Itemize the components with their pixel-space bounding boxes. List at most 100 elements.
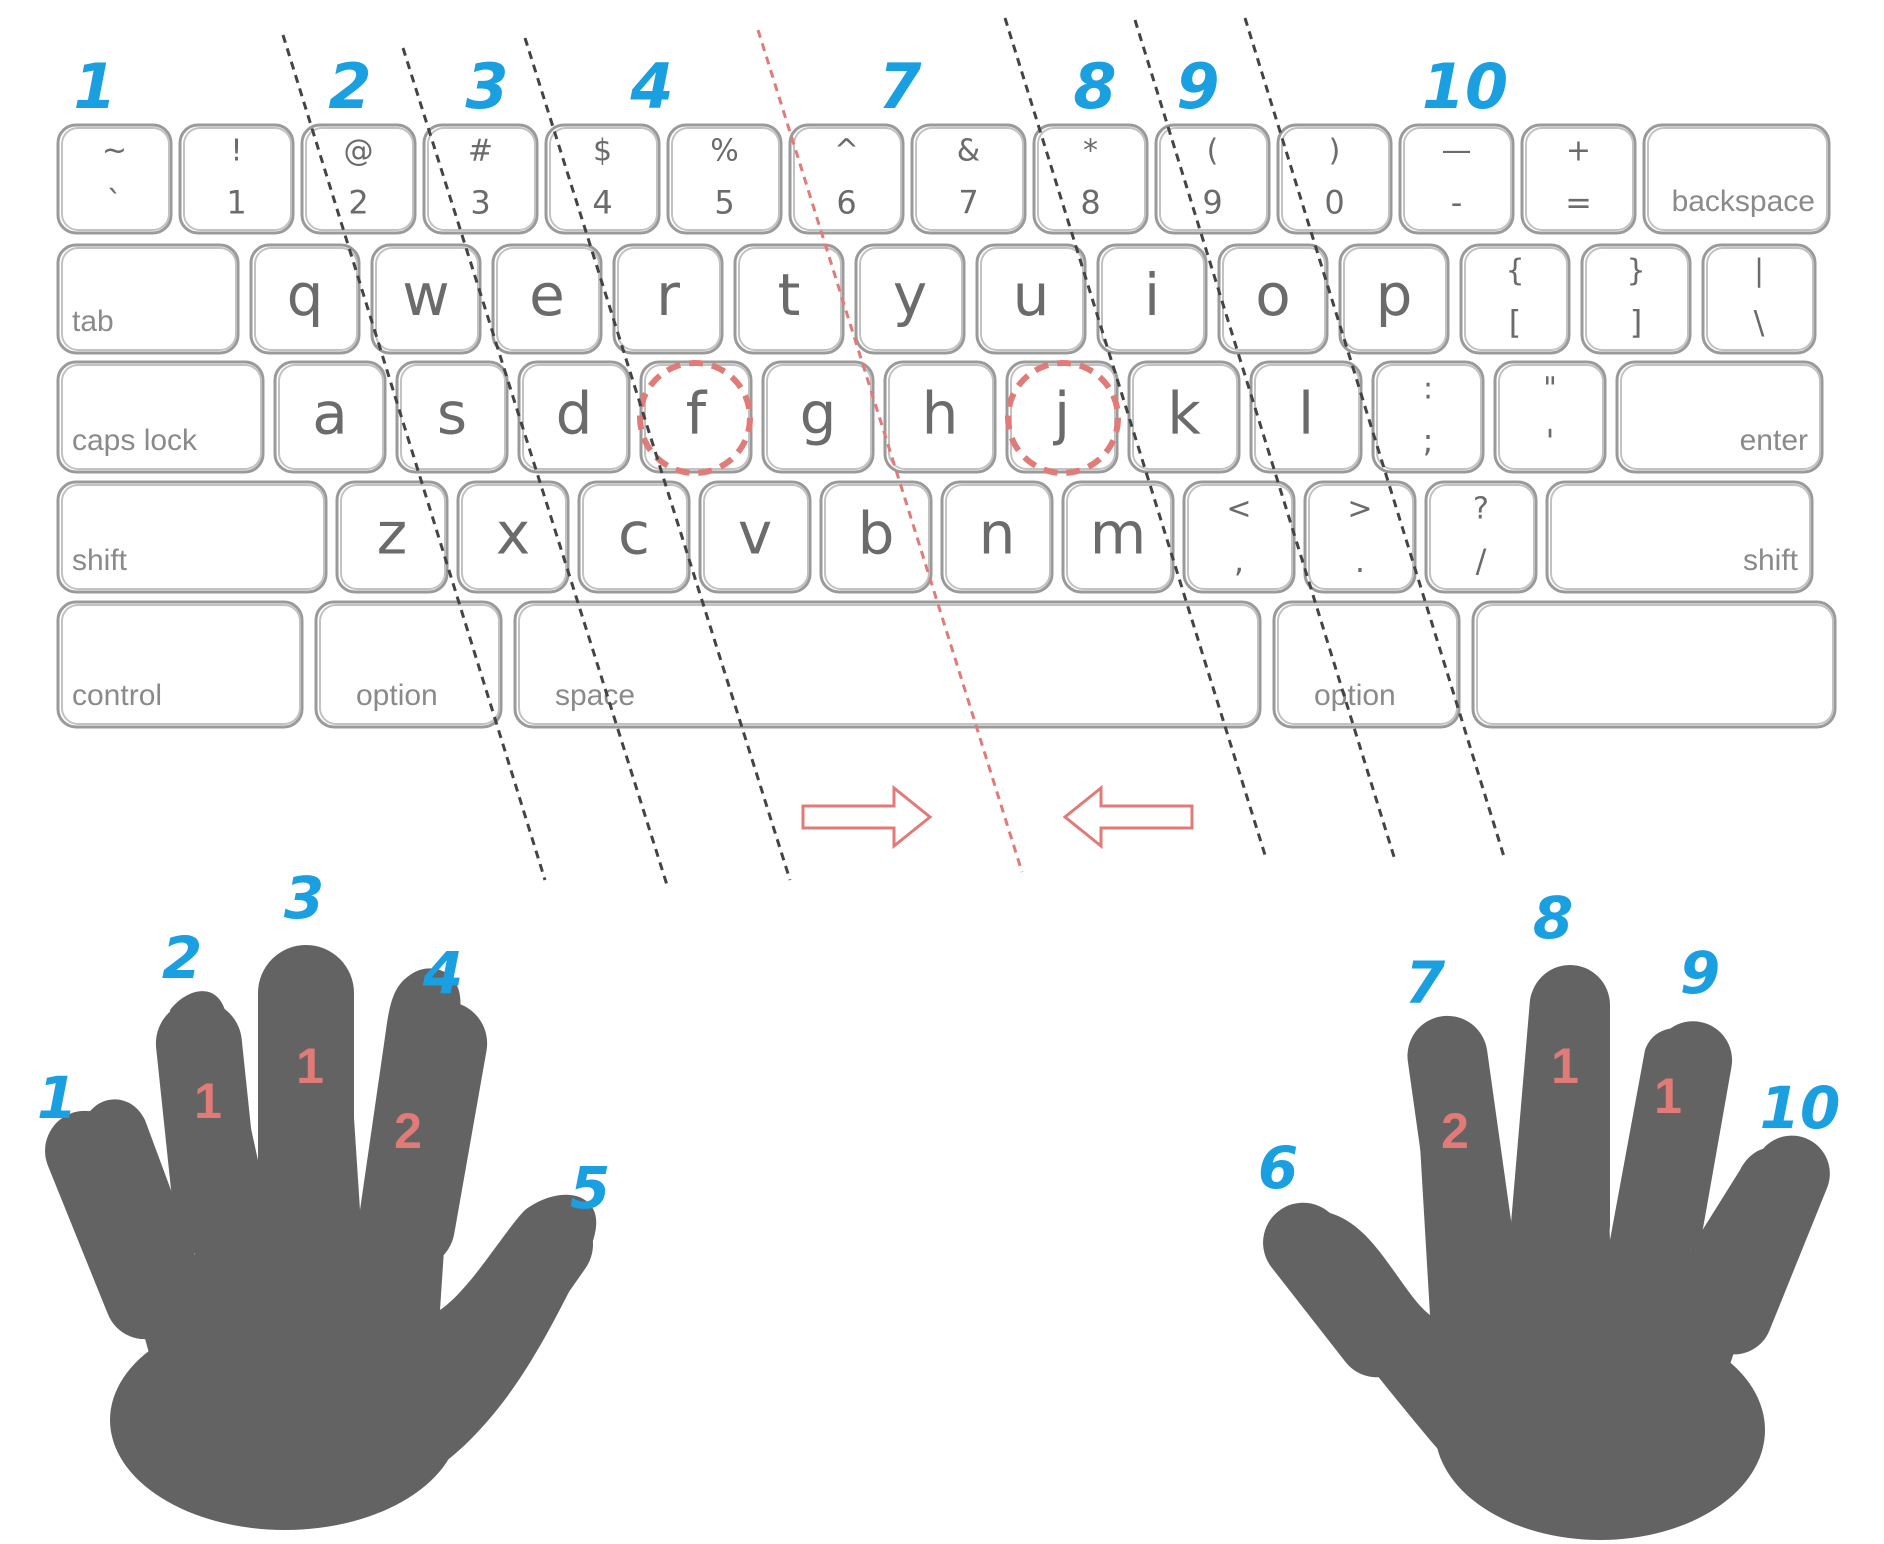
key-char: k: [1167, 380, 1201, 448]
key-1[interactable]: !1: [178, 123, 295, 235]
key-char: b: [858, 500, 895, 568]
key-x[interactable]: x: [456, 480, 570, 594]
key-blank[interactable]: }]: [1580, 243, 1692, 355]
key-5[interactable]: %5: [666, 123, 783, 235]
key-label: option: [1314, 679, 1396, 712]
key-outline-sketch: [793, 127, 902, 231]
key-outline: [883, 360, 997, 474]
key-base-symbol: -: [1451, 184, 1463, 222]
key-char: g: [800, 380, 837, 448]
key-outline: [910, 123, 1027, 235]
key-p[interactable]: p: [1338, 243, 1450, 355]
key-n[interactable]: n: [940, 480, 1054, 594]
key-j[interactable]: j: [1005, 360, 1119, 474]
key-outline-sketch: [375, 247, 479, 351]
key-shift-symbol: *: [1083, 134, 1098, 169]
key-outline-sketch: [1498, 364, 1604, 470]
key-4[interactable]: $4: [544, 123, 661, 235]
key-outline-sketch: [254, 247, 358, 351]
key-char: q: [287, 261, 324, 329]
key-blank[interactable]: >.: [1303, 480, 1417, 594]
home-key-marker-j: [1005, 360, 1121, 476]
top-number: 4: [629, 50, 673, 123]
key-outline: [1338, 243, 1450, 355]
key-m[interactable]: m: [1061, 480, 1175, 594]
key-o[interactable]: o: [1217, 243, 1329, 355]
key-f[interactable]: f: [639, 360, 753, 474]
key-space[interactable]: space: [513, 600, 1262, 729]
key-outline: [1096, 243, 1208, 355]
key-tab[interactable]: tab: [56, 243, 240, 355]
key-8[interactable]: *8: [1032, 123, 1149, 235]
key-option[interactable]: option: [314, 600, 503, 729]
key-caps-lock[interactable]: caps lock: [56, 360, 265, 474]
key-blank[interactable]: |\: [1701, 243, 1817, 355]
key-blank[interactable]: ?/: [1424, 480, 1538, 594]
key-shift-symbol: :: [1423, 371, 1433, 406]
key-outline-sketch: [1647, 127, 1828, 231]
key-control[interactable]: control: [56, 600, 304, 729]
key-option[interactable]: option: [1272, 600, 1461, 729]
key-char: u: [1013, 261, 1050, 329]
key-shift-symbol: >: [1347, 491, 1372, 526]
key-g[interactable]: g: [761, 360, 875, 474]
key-outline-sketch: [1706, 247, 1814, 351]
key-blank[interactable]: ~`: [56, 123, 173, 235]
key-s[interactable]: s: [395, 360, 509, 474]
key-base-symbol: `: [107, 184, 123, 222]
key-b[interactable]: b: [819, 480, 933, 594]
key-char: e: [529, 261, 565, 329]
key-blank[interactable]: {[: [1459, 243, 1571, 355]
key-shift-symbol: |: [1754, 254, 1764, 289]
key-char: s: [437, 380, 467, 448]
key-outline-sketch: [1308, 484, 1414, 590]
key-blank[interactable]: —-: [1398, 123, 1515, 235]
key-y[interactable]: y: [854, 243, 966, 355]
key-outline: [1493, 360, 1607, 474]
key-a[interactable]: a: [273, 360, 387, 474]
key-blank[interactable]: +=: [1520, 123, 1637, 235]
key-outline: [819, 480, 933, 594]
key-shift-symbol: ~: [102, 134, 127, 169]
key-h[interactable]: h: [883, 360, 997, 474]
key-blank[interactable]: "': [1493, 360, 1607, 474]
key-l[interactable]: l: [1249, 360, 1363, 474]
key-char: d: [556, 380, 593, 448]
right-finger-number: 10: [1760, 1074, 1841, 1142]
key-blank[interactable]: <,: [1182, 480, 1296, 594]
key-outline-sketch: [278, 364, 384, 470]
key-enter[interactable]: enter: [1615, 360, 1824, 474]
key-u[interactable]: u: [975, 243, 1087, 355]
key-q[interactable]: q: [249, 243, 361, 355]
key-v[interactable]: v: [698, 480, 812, 594]
key-outline-sketch: [1281, 127, 1390, 231]
key-base-symbol: 1: [226, 184, 246, 222]
key-undefined[interactable]: [1471, 600, 1837, 729]
key-6[interactable]: ^6: [788, 123, 905, 235]
key-0[interactable]: )0: [1276, 123, 1393, 235]
key-shift-symbol: {: [1505, 254, 1524, 289]
key-label: shift: [1743, 544, 1799, 577]
key-shift[interactable]: shift: [1545, 480, 1814, 594]
key-t[interactable]: t: [733, 243, 845, 355]
key-2[interactable]: @2: [300, 123, 417, 235]
key-blank[interactable]: :;: [1371, 360, 1485, 474]
finger-zone-lines: [281, 17, 1507, 886]
key-7[interactable]: &7: [910, 123, 1027, 235]
key-backspace[interactable]: backspace: [1642, 123, 1831, 235]
key-3[interactable]: #3: [422, 123, 539, 235]
key-k[interactable]: k: [1127, 360, 1241, 474]
key-char: z: [377, 500, 407, 568]
key-w[interactable]: w: [370, 243, 482, 355]
right-finger-rank: 1: [1654, 1068, 1682, 1124]
key-outline: [1061, 480, 1175, 594]
key-e[interactable]: e: [491, 243, 603, 355]
key-c[interactable]: c: [577, 480, 691, 594]
key-d[interactable]: d: [517, 360, 631, 474]
key-z[interactable]: z: [335, 480, 449, 594]
key-outline: [1424, 480, 1538, 594]
key-r[interactable]: r: [612, 243, 724, 355]
key-i[interactable]: i: [1096, 243, 1208, 355]
key-9[interactable]: (9: [1154, 123, 1271, 235]
key-shift[interactable]: shift: [56, 480, 328, 594]
